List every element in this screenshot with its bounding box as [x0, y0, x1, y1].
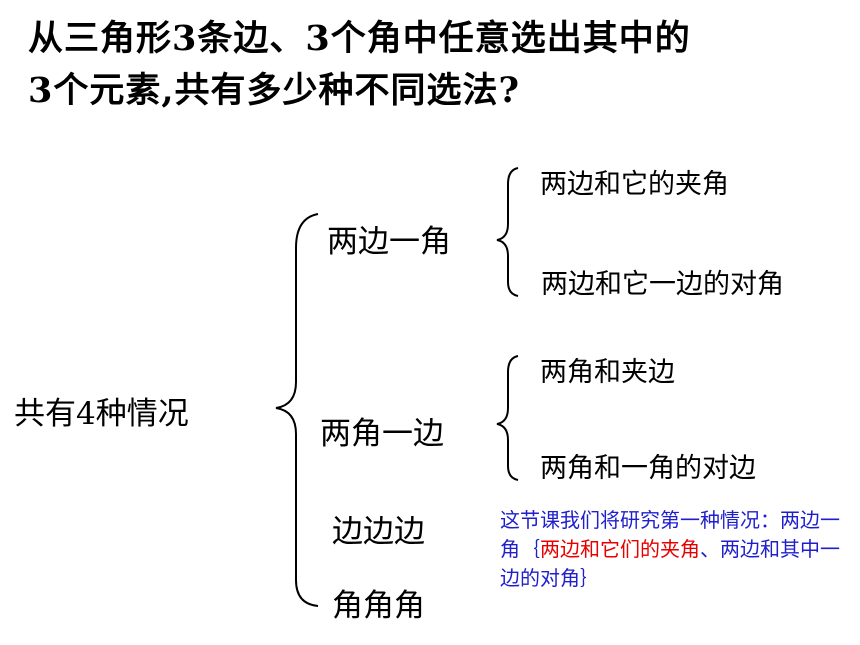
note-text-1: 这节课我们将研究第一种情况：两边一角｛ — [500, 508, 840, 561]
case-two-angles-one-side: 两角一边 — [320, 416, 444, 452]
lesson-note: 这节课我们将研究第一种情况：两边一角｛两边和它们的夹角、两边和其中一边的对角｝ — [500, 506, 850, 593]
brace-two-sides-one-angle — [496, 167, 519, 297]
subcase-ssa: 两边和它一边的对角 — [541, 269, 784, 300]
note-text-2: 、两边和其中一边的对角｝ — [500, 537, 840, 590]
subcase-sas: 两边和它的夹角 — [540, 169, 729, 200]
subcase-aas: 两角和一角的对边 — [540, 453, 756, 484]
note-highlight: 两边和它们的夹角 — [540, 537, 700, 561]
case-sss: 边边边 — [332, 514, 425, 550]
subcase-asa: 两角和夹边 — [540, 357, 675, 388]
question-line-2: 3个元素,共有多少种不同选法? — [28, 70, 521, 111]
brace-two-angles-one-side — [496, 355, 519, 481]
case-two-sides-one-angle: 两边一角 — [327, 224, 451, 260]
main-brace — [275, 213, 319, 607]
case-aaa: 角角角 — [332, 588, 425, 624]
root-label: 共有4种情况 — [14, 396, 189, 432]
question-line-1: 从三角形3条边、3个角中任意选出其中的 — [28, 18, 691, 59]
